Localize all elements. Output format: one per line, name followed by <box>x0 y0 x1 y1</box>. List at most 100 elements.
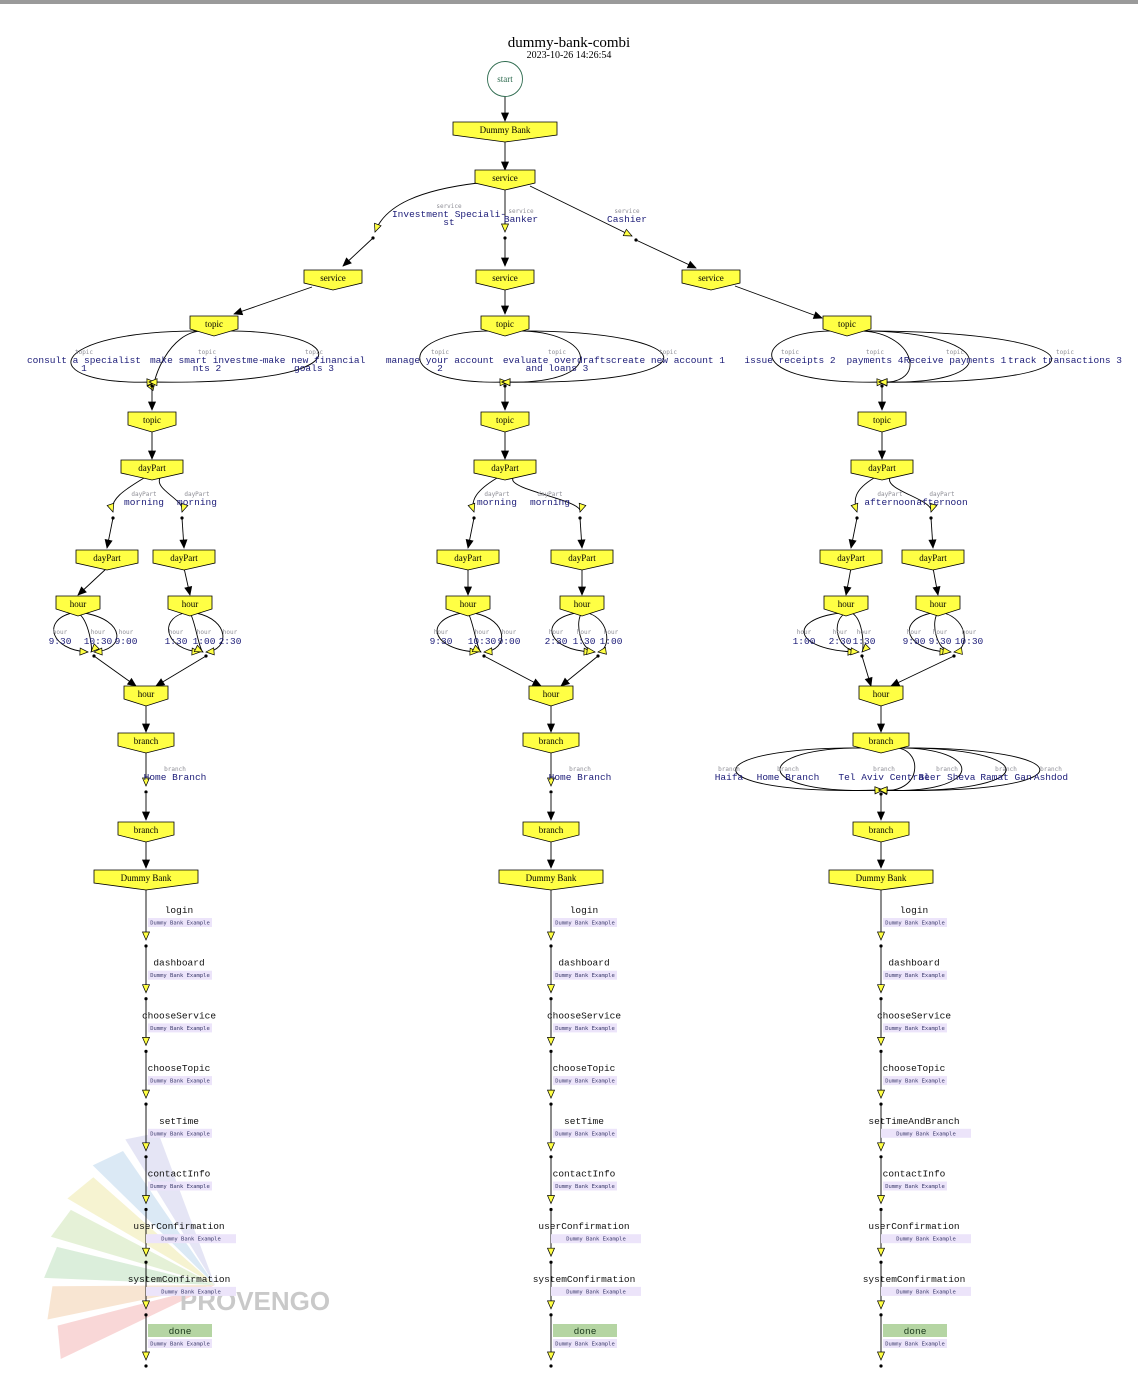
edge-curve <box>501 330 581 383</box>
hour-value-label: 1:00 <box>600 636 623 647</box>
edge-curve <box>374 182 479 233</box>
edge-kind-label: topic <box>431 349 449 356</box>
arrow-head <box>463 586 473 596</box>
edge-kind-label: service <box>614 208 640 215</box>
arrow-head <box>843 586 852 596</box>
step-tag: Dummy Bank Example <box>885 921 945 927</box>
nodes-layer <box>55 61 971 1348</box>
step-tag: Dummy Bank Example <box>555 1131 615 1137</box>
daypart-node-2: dayPart <box>868 463 896 473</box>
edge-junction <box>144 790 148 794</box>
edge-kind-label: dayPart <box>877 491 903 498</box>
step-tag-box <box>883 1181 947 1191</box>
step-label: contactInfo <box>883 1169 946 1180</box>
hour-kind-label: hour <box>119 629 134 636</box>
edge-curve <box>419 330 509 383</box>
hour-kind-label: hour <box>577 629 592 636</box>
arrow-head <box>876 1037 886 1047</box>
hour-value-label: 1:30 <box>573 636 596 647</box>
edge-curve <box>779 747 884 791</box>
hour-value-label: 1:30 <box>165 636 188 647</box>
step-tag-box <box>148 970 212 980</box>
step-tag-box <box>148 918 212 927</box>
daypart-branch-node-1-1-shape <box>550 549 614 571</box>
step-tag-box <box>553 1339 617 1348</box>
branch-kind-label: branch <box>873 766 895 773</box>
edge-value-label: issue receipts 2 <box>744 355 836 366</box>
arrow-head <box>141 1037 151 1047</box>
daypart-node-1: dayPart <box>491 463 519 473</box>
edge-value-label: Home Branch <box>549 772 612 783</box>
arrow-head <box>93 647 103 656</box>
arrow-head <box>342 257 352 267</box>
branch-final-node-0: branch <box>134 825 159 835</box>
step-label: contactInfo <box>148 1169 211 1180</box>
step-tag-box <box>553 1128 617 1138</box>
edge-curve <box>168 612 201 653</box>
arrow-head <box>483 647 493 656</box>
hour-node-1-0: hour <box>460 599 477 609</box>
arrow-head <box>500 257 510 267</box>
step-label: chooseTopic <box>883 1063 946 1074</box>
edge-kind-label: dayPart <box>131 491 157 498</box>
arrow-head <box>812 311 823 319</box>
step-label: chooseTopic <box>553 1063 616 1074</box>
bank-node-2-shape <box>828 869 934 891</box>
step-tag: Dummy Bank Example <box>885 1026 945 1032</box>
arrow-head <box>878 378 888 387</box>
branch-value-label: Ramat Gan <box>980 772 1031 783</box>
arrow-head <box>141 723 151 733</box>
arrow-head <box>876 723 886 733</box>
arrow-head <box>531 678 542 687</box>
hour-node-1-1-shape <box>559 595 605 617</box>
hour-kind-label: hour <box>604 629 619 636</box>
watermark-ray <box>57 1285 215 1359</box>
step-label: login <box>570 905 599 916</box>
edge-value-label: track transactions 3 <box>1008 355 1122 366</box>
arrow-head <box>942 646 952 655</box>
bank-node-0-shape <box>93 869 199 891</box>
service-node-1-shape <box>475 269 535 291</box>
branch-node-0-shape <box>117 732 175 754</box>
start-node-shape <box>487 61 523 97</box>
step-tag-box <box>881 1128 971 1138</box>
edge-curve <box>803 612 857 653</box>
arrow-head <box>546 1089 556 1099</box>
topic-merge-node-2: topic <box>873 415 891 425</box>
branch-node-0: branch <box>134 736 159 746</box>
topic-merge-node-2-shape <box>857 411 907 433</box>
step-tag: Dummy Bank Example <box>555 921 615 927</box>
watermark-ray <box>44 1246 215 1285</box>
step-tag-box <box>146 1234 236 1244</box>
hour-kind-label: hour <box>907 629 922 636</box>
edge-curve <box>856 330 970 383</box>
arrow-head <box>126 677 137 687</box>
step-label: setTime <box>159 1116 199 1127</box>
branch-final-node-1: branch <box>539 825 564 835</box>
done-box <box>883 1324 947 1337</box>
topic-node-0-shape <box>189 315 239 337</box>
edge-kind-label: branch <box>569 766 591 773</box>
hour-merge-node-2: hour <box>873 689 890 699</box>
edge-kind-label: topic <box>781 349 799 356</box>
hour-value-label: 2:30 <box>219 636 242 647</box>
step-tag-box <box>883 1023 947 1033</box>
edge-value-label: Cashier <box>607 214 647 225</box>
hour-value-label: 2:30 <box>829 636 852 647</box>
hour-value-label: 2:30 <box>545 636 568 647</box>
step-tag: Dummy Bank Example <box>555 1026 615 1032</box>
edge-curve <box>53 612 89 653</box>
arrow-head <box>876 859 886 869</box>
edge-curve <box>501 330 665 383</box>
hour-kind-label: hour <box>549 629 564 636</box>
step-tag: Dummy Bank Example <box>150 1079 210 1085</box>
topic-node-2: topic <box>838 319 856 329</box>
step-label: chooseService <box>877 1010 951 1021</box>
hour-node-0-1: hour <box>182 599 199 609</box>
branch-value-label: Ashdod <box>1034 772 1068 783</box>
arrow-head <box>500 223 510 233</box>
step-label: setTime <box>564 1116 604 1127</box>
arrow-head <box>876 984 886 994</box>
edge-line <box>890 655 955 687</box>
arrow-head <box>546 1300 556 1310</box>
